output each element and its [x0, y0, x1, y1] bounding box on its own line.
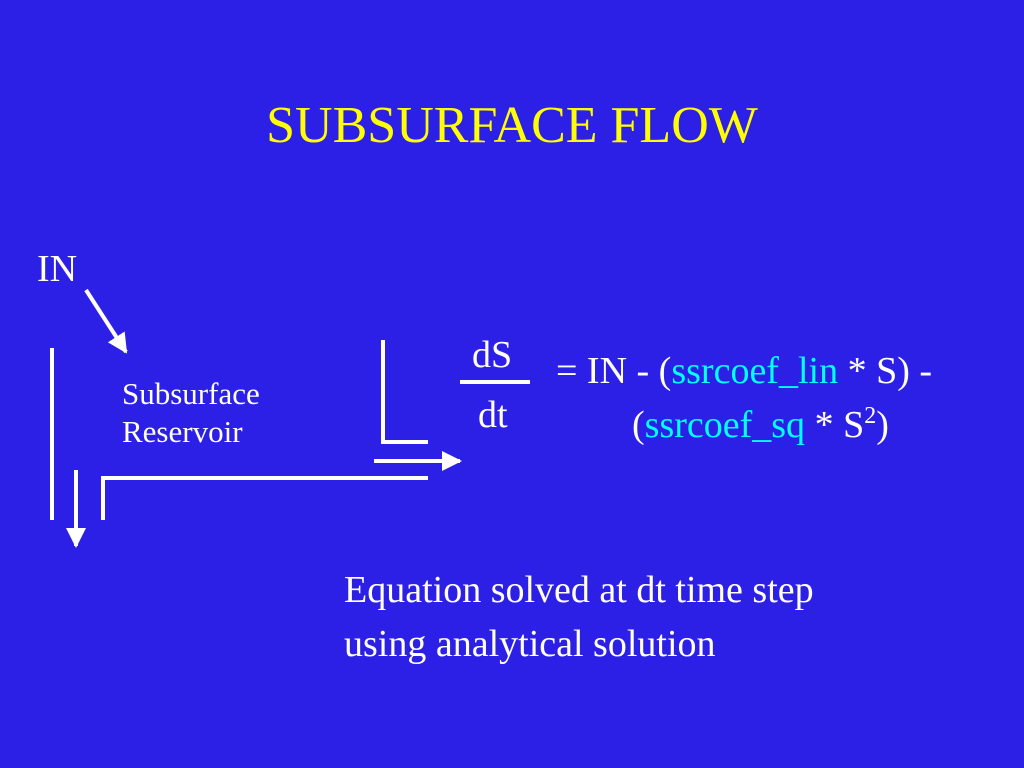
equation-line2: (ssrcoef_sq * S2) [632, 403, 889, 446]
solution-note-line1: Equation solved at dt time step [344, 569, 814, 611]
reservoir-label: Subsurface Reservoir [122, 375, 260, 451]
solution-note-line2: using analytical solution [344, 623, 716, 665]
solution-note: Equation solved at dt time step using an… [344, 563, 814, 671]
slide-title: SUBSURFACE FLOW [266, 97, 758, 154]
equation-line2-mid: * S [805, 404, 865, 446]
equation-line2-close: ) [876, 404, 889, 446]
right-bracket [381, 340, 428, 444]
equation-line1-suffix: * S) - [838, 350, 933, 392]
coef-sq: ssrcoef_sq [644, 404, 806, 446]
coef-lin: ssrcoef_lin [671, 350, 839, 392]
reservoir-label-line2: Reservoir [122, 414, 243, 449]
reservoir-label-line1: Subsurface [122, 376, 260, 411]
fraction-numerator: dS [472, 334, 513, 376]
fraction-denominator: dt [478, 394, 508, 436]
exponent: 2 [864, 403, 877, 429]
in-label: IN [37, 248, 78, 290]
reservoir-floor [101, 476, 428, 520]
equation-line2-open: ( [632, 404, 645, 446]
equation-prefix: = IN - ( [556, 350, 672, 392]
inflow-arrow [84, 288, 128, 354]
equation-line1: = IN - (ssrcoef_lin * S) - [556, 352, 932, 390]
